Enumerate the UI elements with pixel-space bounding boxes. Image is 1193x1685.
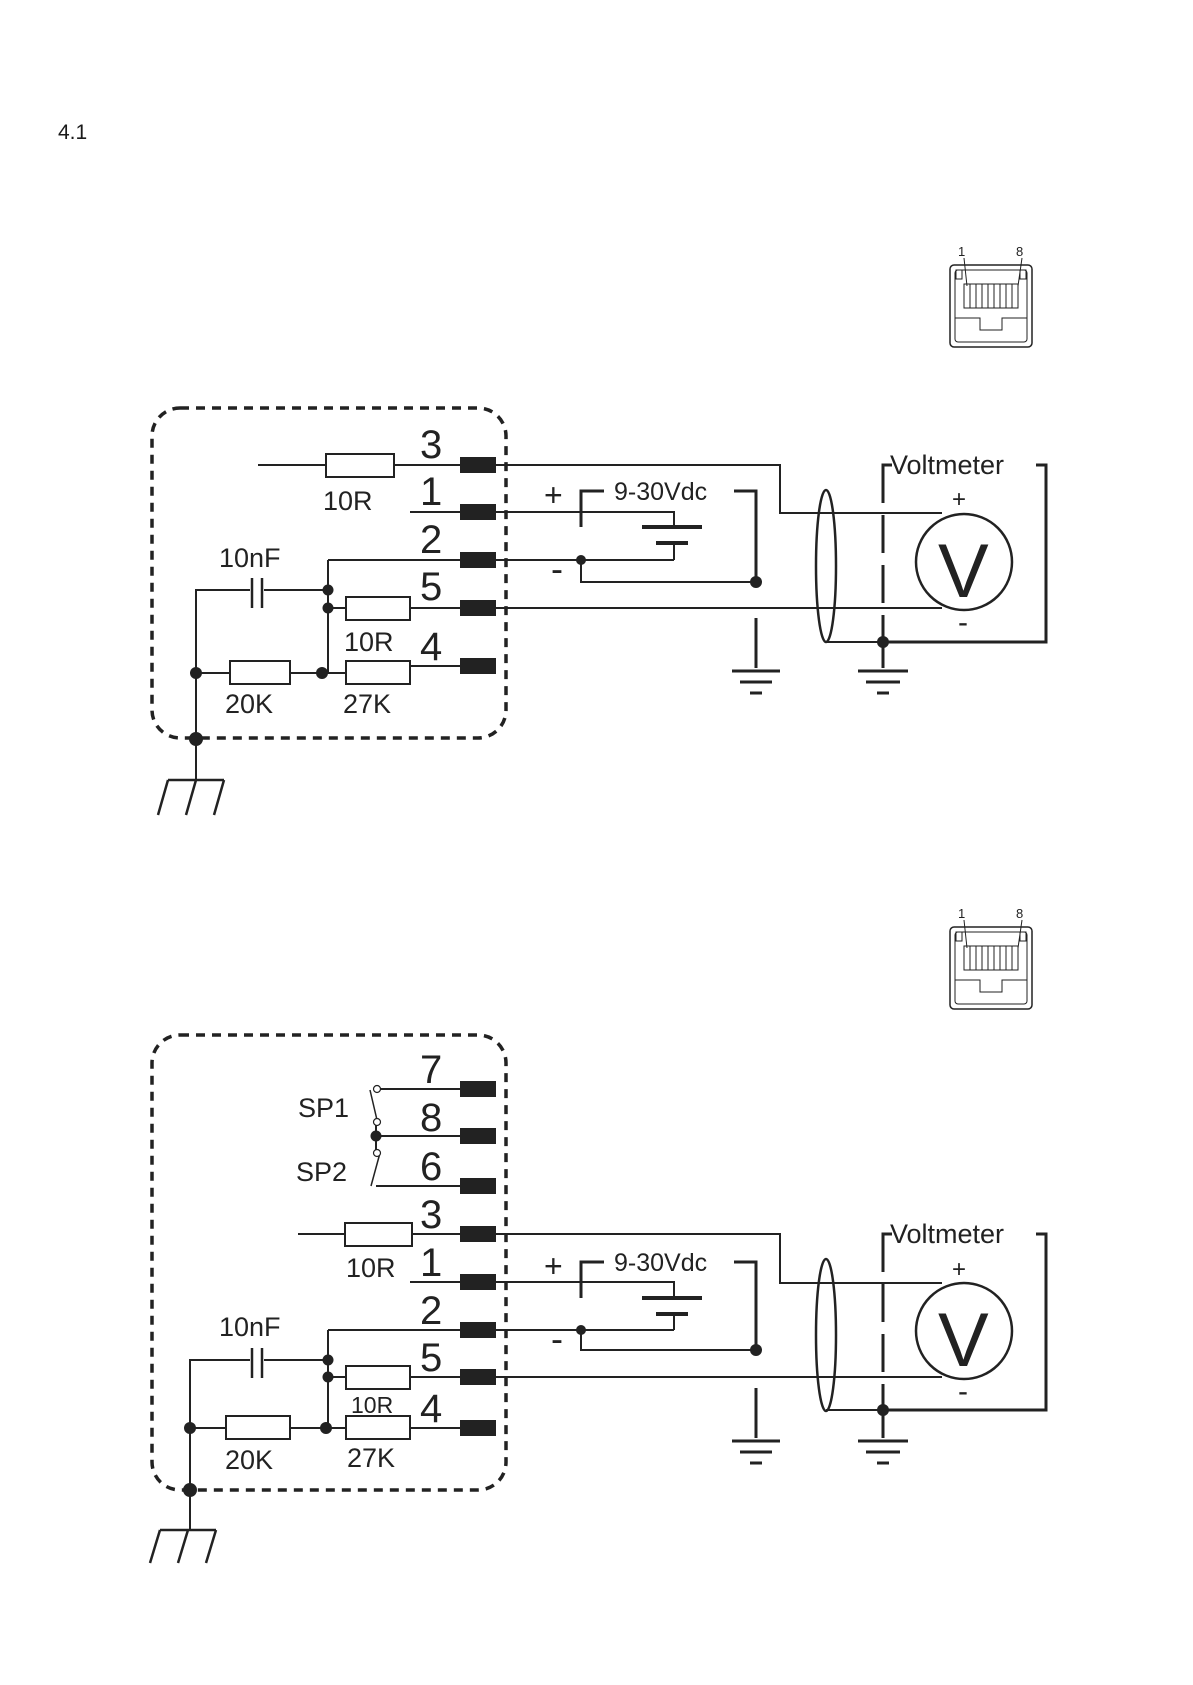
voltmeter-symbol-label: V: [938, 529, 989, 614]
pin-label-5: 5: [420, 565, 442, 609]
resistor-10r-top-label: 10R: [346, 1253, 396, 1283]
supply-plus-label: +: [544, 1248, 563, 1284]
supply-voltage-label: 9-30Vdc: [614, 1249, 707, 1277]
pin-label-5: 5: [420, 1336, 442, 1380]
pin-pad-3: [460, 1226, 496, 1242]
voltmeter-minus-label: -: [958, 1375, 968, 1408]
pin-label-4: 4: [420, 1387, 442, 1431]
pin-label-1: 1: [420, 1241, 442, 1285]
pin-pad-4: [460, 658, 496, 674]
resistor-10r-top-label: 10R: [323, 486, 373, 516]
resistor-10r-mid-label: 10R: [351, 1392, 393, 1418]
voltmeter-symbol-label: V: [938, 1298, 989, 1383]
resistor-20k: [226, 1416, 290, 1439]
wiring-diagram-1: 3 1 2 5 4 10R 10nF 10R 20K 27K 9-30Vdc +…: [152, 408, 1046, 815]
connector-pin-first-label: 1: [958, 244, 965, 259]
pin-label-3: 3: [420, 1193, 442, 1237]
capacitor-label: 10nF: [219, 543, 281, 573]
voltmeter-plus-label: +: [952, 1256, 966, 1283]
rj45-connector-icon: [950, 920, 1032, 1009]
rj45-connector-icon: [950, 258, 1032, 347]
pin-pad-4: [460, 1420, 496, 1436]
supply-minus-label: -: [551, 1318, 563, 1359]
pin-pad-5: [460, 600, 496, 616]
pin-label-7: 7: [420, 1048, 442, 1092]
resistor-10r-mid: [346, 1366, 410, 1389]
pin-pad-2: [460, 552, 496, 568]
supply-plus-label: +: [544, 477, 563, 513]
pin-pad-2: [460, 1322, 496, 1338]
pin-pad-5: [460, 1369, 496, 1385]
voltmeter-title: Voltmeter: [890, 450, 1004, 480]
resistor-10r-mid-label: 10R: [344, 627, 394, 657]
pin-label-8: 8: [420, 1096, 442, 1140]
capacitor-label: 10nF: [219, 1312, 281, 1342]
pin-label-6: 6: [420, 1145, 442, 1189]
switch-sp2-label: SP2: [296, 1157, 347, 1187]
resistor-10r-top: [326, 454, 394, 477]
pin-pad-1: [460, 1274, 496, 1290]
resistor-20k: [230, 661, 290, 684]
pin-label-2: 2: [420, 518, 442, 562]
pin-pad-3: [460, 457, 496, 473]
supply-voltage-label: 9-30Vdc: [614, 478, 707, 506]
voltmeter-plus-label: +: [952, 486, 966, 513]
resistor-27k: [346, 661, 410, 684]
pin-label-1: 1: [420, 470, 442, 514]
resistor-27k-label: 27K: [343, 689, 391, 719]
connector-pin-last-label: 8: [1016, 906, 1023, 921]
voltmeter-minus-label: -: [958, 606, 968, 639]
wiring-diagram-2: 7 8 6 3 1 2 5 4 SP1 SP2 10R 10nF 10R 20K…: [150, 1035, 1046, 1563]
connector-pin-first-label: 1: [958, 906, 965, 921]
connector-pin-last-label: 8: [1016, 244, 1023, 259]
resistor-10r-top: [345, 1223, 412, 1246]
switch-sp1-label: SP1: [298, 1093, 349, 1123]
resistor-27k: [346, 1416, 410, 1439]
resistor-27k-label: 27K: [347, 1443, 395, 1473]
voltmeter-title: Voltmeter: [890, 1219, 1004, 1249]
resistor-10r-mid: [346, 597, 410, 620]
pin-label-2: 2: [420, 1289, 442, 1333]
pin-label-3: 3: [420, 423, 442, 467]
pin-pad-8: [460, 1128, 496, 1144]
resistor-20k-label: 20K: [225, 689, 273, 719]
resistor-20k-label: 20K: [225, 1445, 273, 1475]
pin-pad-1: [460, 504, 496, 520]
pin-label-4: 4: [420, 625, 442, 669]
pin-pad-6: [460, 1178, 496, 1194]
pin-pad-7: [460, 1081, 496, 1097]
supply-minus-label: -: [551, 548, 563, 589]
